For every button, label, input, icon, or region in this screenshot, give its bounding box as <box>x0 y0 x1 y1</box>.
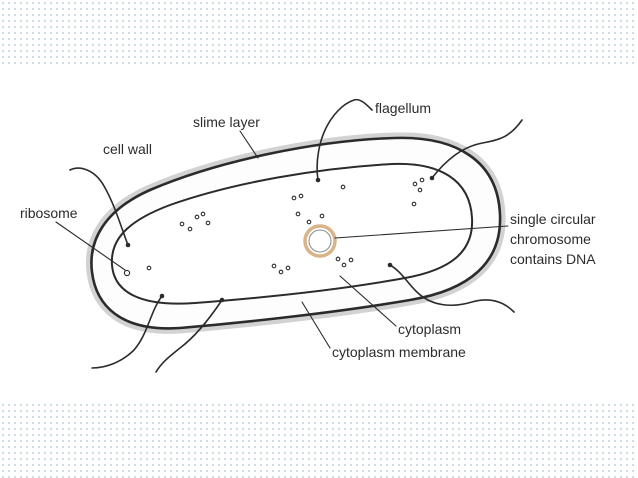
ribosome-dot <box>194 214 200 220</box>
cytoplasm-membrane-outline <box>110 162 474 305</box>
ribosome-dot <box>298 193 304 199</box>
leader-chromosome <box>334 225 509 239</box>
flagellum-base <box>387 262 393 268</box>
leader-ribosome <box>55 221 126 271</box>
label-slime-layer: slime layer <box>193 114 260 130</box>
flagellum-bases <box>125 175 435 303</box>
ribosome-dot <box>295 211 301 217</box>
ribosome-dot <box>340 184 346 190</box>
label-cytoplasm-membrane: cytoplasm membrane <box>332 344 466 360</box>
flagellum-top-right <box>431 119 523 179</box>
flagellum-base <box>219 297 225 303</box>
flagellum-right <box>389 264 515 313</box>
ribosome-dot <box>285 265 291 271</box>
ribosome-dot <box>291 195 297 201</box>
ribosome-dot <box>411 201 417 207</box>
label-flagellum: flagellum <box>375 100 431 116</box>
label-chromosome-line3: contains DNA <box>510 251 596 267</box>
ribosome-dot <box>417 187 423 193</box>
leader-cytoplasm-membrane <box>301 301 331 349</box>
label-cell-wall: cell wall <box>103 141 152 157</box>
leader-lines <box>55 130 509 349</box>
flagellum-bottom-center <box>155 299 223 373</box>
flagellum-top <box>316 98 373 181</box>
ribosome-dot <box>335 256 341 262</box>
flagellum-base <box>429 175 435 181</box>
ribosome-dot <box>278 269 284 275</box>
ribosome-dot <box>419 177 425 183</box>
flagella <box>69 98 523 373</box>
ribosome-dot <box>306 219 312 225</box>
label-cytoplasm: cytoplasm <box>398 321 461 337</box>
ribosome-dot <box>205 220 211 226</box>
label-chromosome-line2: chromosome <box>510 231 591 247</box>
leader-slime-layer <box>239 130 259 159</box>
ribosome-dots <box>123 177 425 277</box>
ribosome-dot <box>179 221 185 227</box>
label-chromosome-line1: single circular <box>510 211 596 227</box>
leader-cytoplasm <box>339 275 397 327</box>
flagellum-left <box>69 167 129 246</box>
ribosome-dot <box>412 181 418 187</box>
ribosome-dot <box>146 265 152 271</box>
flagellum-base <box>125 242 131 248</box>
flagellum-base <box>159 293 165 299</box>
ribosome-dot <box>319 213 325 219</box>
ribosome-dot <box>123 269 131 277</box>
ribosome-dot <box>271 263 277 269</box>
ribosome-dot <box>187 226 193 232</box>
ribosome-dot <box>348 257 354 263</box>
label-ribosome: ribosome <box>20 205 78 221</box>
ribosome-dot <box>200 211 206 217</box>
flagellum-bottom-left <box>91 295 163 369</box>
ribosome-dot <box>341 262 347 268</box>
flagellum-base <box>315 177 321 183</box>
chromosome-ring-inner <box>308 229 332 253</box>
